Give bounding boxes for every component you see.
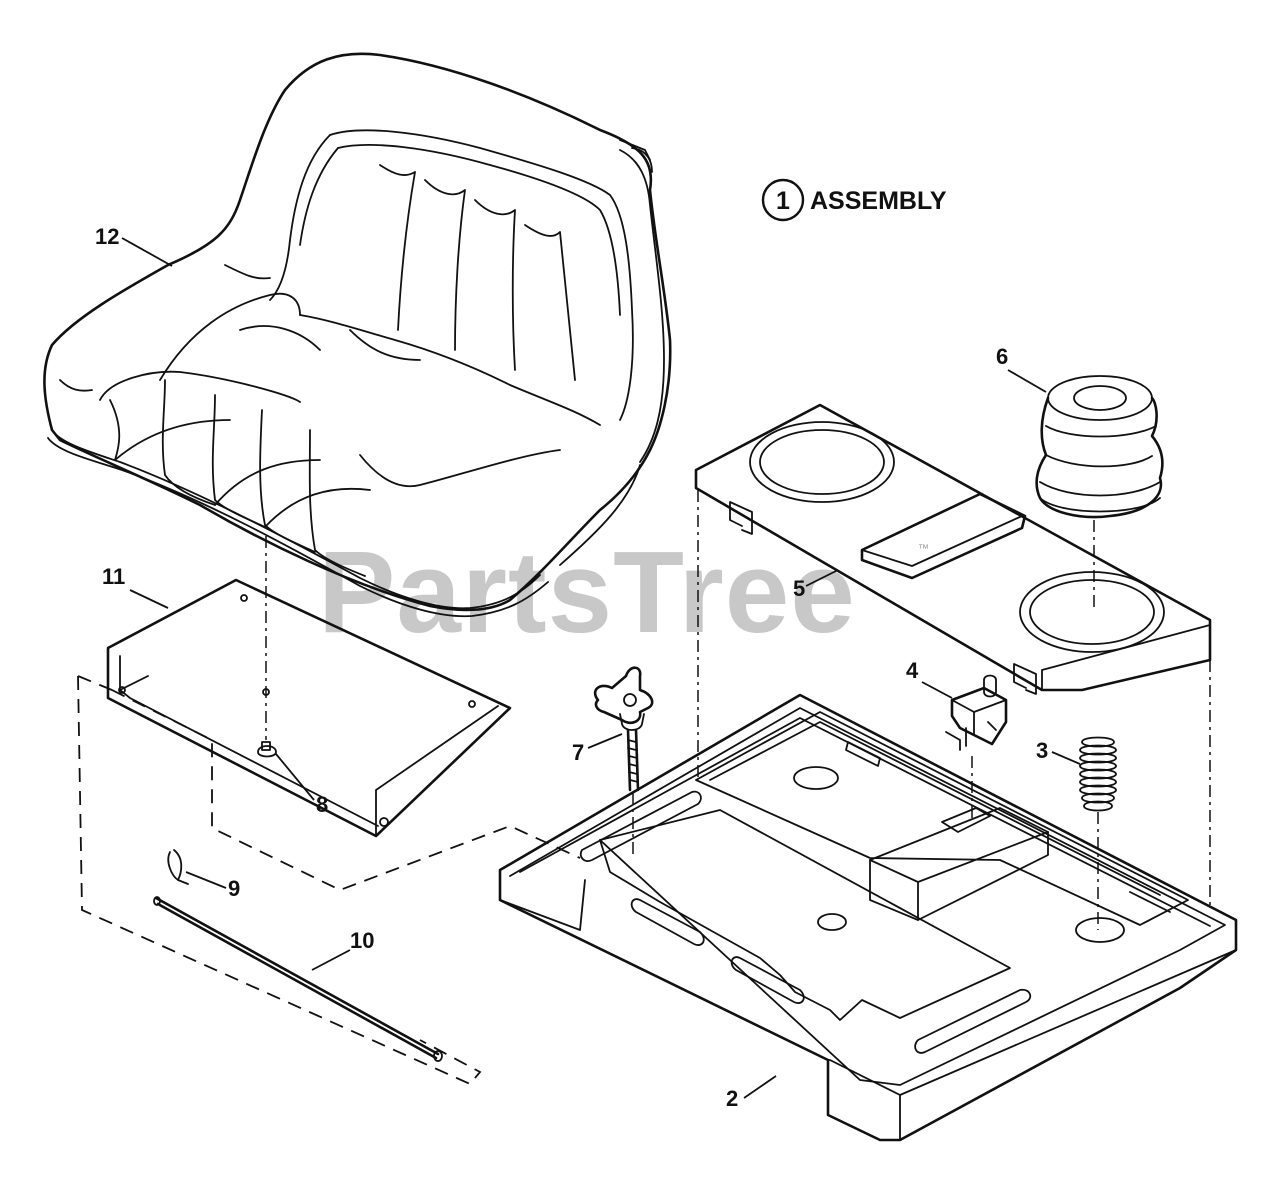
- callout-5: 5: [793, 576, 805, 601]
- watermark-text: PartsTree: [318, 527, 856, 657]
- leader-9: [185, 871, 227, 889]
- assembly-title: 1 ASSEMBLY: [761, 178, 947, 222]
- knob-part: [593, 666, 654, 792]
- callout-8: 8: [316, 792, 328, 817]
- leader-4: [921, 681, 953, 699]
- leader-11: [129, 589, 169, 609]
- cover-part: [694, 403, 1212, 905]
- switch-part: [945, 674, 1008, 751]
- callout-4: 4: [906, 658, 919, 683]
- callout-2: 2: [726, 1086, 738, 1111]
- callout-12: 12: [95, 224, 119, 249]
- assembly-dashed-outline: [77, 675, 581, 1086]
- bumper-part: [1035, 375, 1164, 519]
- callout-10: 10: [350, 928, 374, 953]
- leader-8: [275, 753, 315, 801]
- callout-11: 11: [102, 564, 125, 589]
- leader-2: [743, 1075, 777, 1099]
- leader-10: [311, 949, 351, 971]
- assembly-number: 1: [776, 187, 790, 215]
- spring-part: [1079, 736, 1117, 812]
- leader-7: [587, 733, 623, 749]
- watermark-trademark: ™: [918, 543, 929, 555]
- callout-3: 3: [1036, 738, 1048, 763]
- leader-3: [1051, 751, 1081, 765]
- seat-bracket-part: [106, 578, 512, 838]
- leader-5: [805, 569, 839, 587]
- base-part: [498, 693, 1238, 1142]
- leader-12: [121, 237, 173, 267]
- seat-part: [43, 52, 672, 618]
- callout-6: 6: [996, 344, 1008, 369]
- cotter-pin-part: [167, 849, 189, 885]
- leader-6: [1007, 369, 1047, 393]
- hinge-rod-part: [153, 896, 443, 1062]
- callout-7: 7: [572, 740, 584, 765]
- bolt-part: [257, 688, 277, 758]
- watermark: PartsTree ™: [318, 527, 929, 657]
- assembly-circle: [761, 178, 805, 222]
- callout-9: 9: [228, 876, 240, 901]
- assembly-label: ASSEMBLY: [810, 187, 947, 215]
